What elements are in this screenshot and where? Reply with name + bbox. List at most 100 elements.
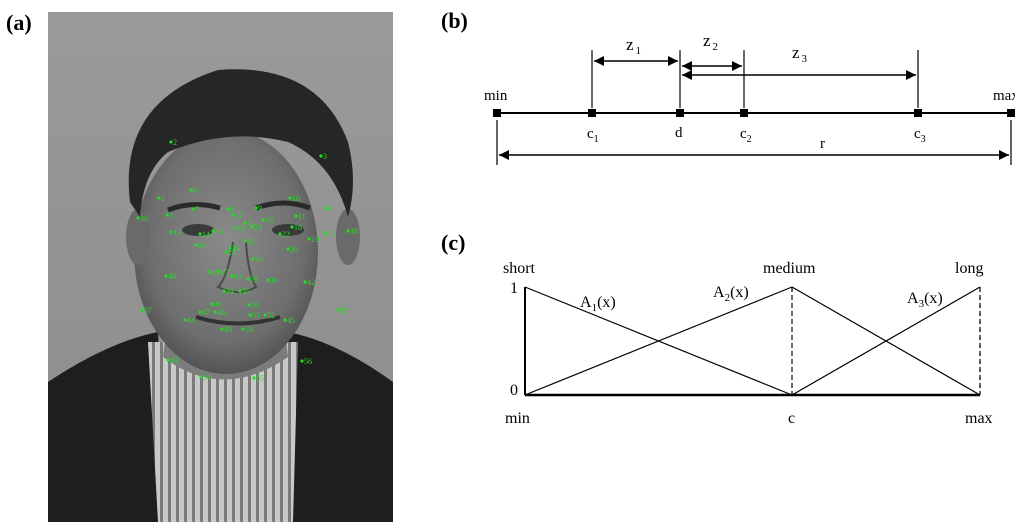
landmark-label-22: 22: [282, 230, 290, 239]
landmark-point-51: [248, 313, 252, 317]
mouth: [195, 315, 281, 326]
panel-label-a: (a): [6, 10, 32, 35]
landmark-label-20: 20: [290, 245, 298, 254]
landmark-point-11: [294, 214, 298, 218]
landmark-point-35: [238, 289, 242, 293]
landmark-label-34: 34: [226, 287, 234, 296]
landmark-point-54: [199, 375, 203, 379]
a2-rise: [524, 286, 793, 396]
landmark-point-21: [243, 221, 247, 225]
x-min-label: min: [505, 410, 530, 427]
landmark-point-6: [189, 188, 193, 192]
landmark-point-43: [166, 358, 170, 362]
landmark-point-42: [303, 280, 307, 284]
landmark-label-37: 37: [144, 306, 152, 315]
min-marker: [493, 109, 501, 117]
long-label: long: [955, 260, 983, 277]
landmark-label-56: 56: [304, 357, 312, 366]
landmark-point-2: [169, 140, 173, 144]
c3-label: c3: [914, 126, 926, 145]
shirt: [148, 342, 298, 522]
landmark-point-53: [241, 327, 245, 331]
r-label: r: [820, 136, 825, 152]
landmark-point-8: [226, 207, 230, 211]
landmark-point-55: [252, 376, 256, 380]
landmark-point-25: [224, 250, 228, 254]
landmark-point-47: [198, 310, 202, 314]
y-zero-label: 0: [510, 382, 518, 399]
landmark-point-10: [288, 196, 292, 200]
y-one-label: 1: [510, 280, 518, 297]
landmark-point-7: [191, 207, 195, 211]
landmark-label-5: 5: [169, 211, 173, 220]
c1-label: c1: [587, 126, 599, 145]
landmark-point-16: [194, 243, 198, 247]
landmark-label-4: 4: [328, 204, 332, 213]
landmark-point-13: [169, 230, 173, 234]
landmark-label-2: 2: [173, 138, 177, 147]
landmark-label-38: 38: [350, 227, 358, 236]
landmark-label-47: 47: [202, 308, 210, 317]
landmark-label-50: 50: [251, 301, 259, 310]
landmark-point-33: [261, 218, 265, 222]
landmark-point-38: [346, 229, 350, 233]
landmark-label-6: 6: [193, 186, 197, 195]
landmark-point-56: [300, 359, 304, 363]
landmark-point-46: [210, 302, 214, 306]
landmark-point-1: [157, 196, 161, 200]
eye-left: [182, 224, 214, 236]
a3-label: A3(x): [907, 290, 943, 310]
ear-right: [336, 209, 360, 265]
landmark-label-1: 1: [161, 194, 165, 203]
landmark-label-44: 44: [187, 316, 195, 325]
eyebrow-left: [167, 202, 221, 213]
landmark-point-52: [263, 313, 267, 317]
d-marker: [676, 109, 684, 117]
landmark-point-45: [283, 318, 287, 322]
c2-label: c2: [740, 126, 752, 145]
landmark-label-24: 24: [237, 224, 245, 233]
landmark-label-17: 17: [235, 211, 243, 220]
landmark-point-12: [323, 231, 327, 235]
landmark-label-10: 10: [292, 194, 300, 203]
a1-label: A1(x): [580, 294, 616, 314]
landmark-label-13: 13: [173, 228, 181, 237]
landmark-point-44: [183, 318, 187, 322]
a2-label: A2(x): [713, 284, 749, 304]
membership-diagram: short medium long 1 0 min c max A1(x) A2…: [503, 260, 993, 427]
x-max-label: max: [965, 410, 993, 427]
landmark-point-28: [207, 270, 211, 274]
landmark-label-26: 26: [232, 244, 240, 253]
landmark-point-5: [165, 213, 169, 217]
landmark-label-11: 11: [298, 212, 306, 221]
landmark-label-40: 40: [168, 272, 176, 281]
landmark-point-20: [286, 247, 290, 251]
landmark-point-15: [211, 229, 215, 233]
landmark-label-28: 28: [211, 268, 219, 277]
landmark-point-26: [228, 246, 232, 250]
x-c-label: c: [788, 410, 795, 427]
landmark-label-39: 39: [340, 306, 348, 315]
landmark-label-29: 29: [250, 275, 258, 284]
landmark-label-31: 31: [255, 255, 263, 264]
landmark-label-27: 27: [221, 268, 229, 277]
landmark-label-48: 48: [217, 308, 225, 317]
landmark-point-4: [324, 206, 328, 210]
short-label: short: [503, 260, 536, 277]
landmark-label-7: 7: [195, 205, 199, 214]
landmark-label-15: 15: [215, 227, 223, 236]
landmark-point-3: [319, 154, 323, 158]
landmark-label-25: 25: [228, 248, 236, 257]
landmark-point-29: [246, 277, 250, 281]
landmark-label-51: 51: [252, 311, 260, 320]
landmark-label-54: 54: [203, 373, 211, 382]
landmark-label-45: 45: [287, 316, 295, 325]
jacket-right: [278, 332, 393, 522]
landmark-label-32: 32: [247, 237, 255, 246]
landmark-label-36: 36: [140, 214, 148, 223]
